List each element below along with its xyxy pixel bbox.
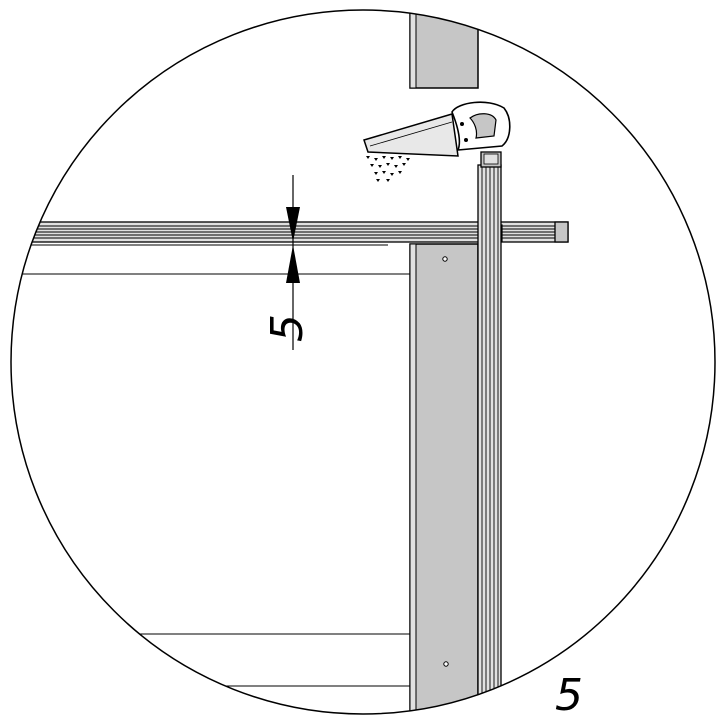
dimension-label-vertical: 5 [262,314,313,342]
screw-hole-bottom [443,661,449,667]
detail-content [11,10,569,714]
sawdust-icon [366,156,410,182]
vertical-rail [477,151,502,714]
screw-hole-top [442,256,448,262]
hand-saw-icon [363,101,511,157]
dimension-label-horizontal: 5 [555,670,583,721]
detail-circle [10,9,716,715]
vertical-panel [409,243,479,714]
upper-panel [409,10,479,89]
vertical-dimension [286,175,300,350]
